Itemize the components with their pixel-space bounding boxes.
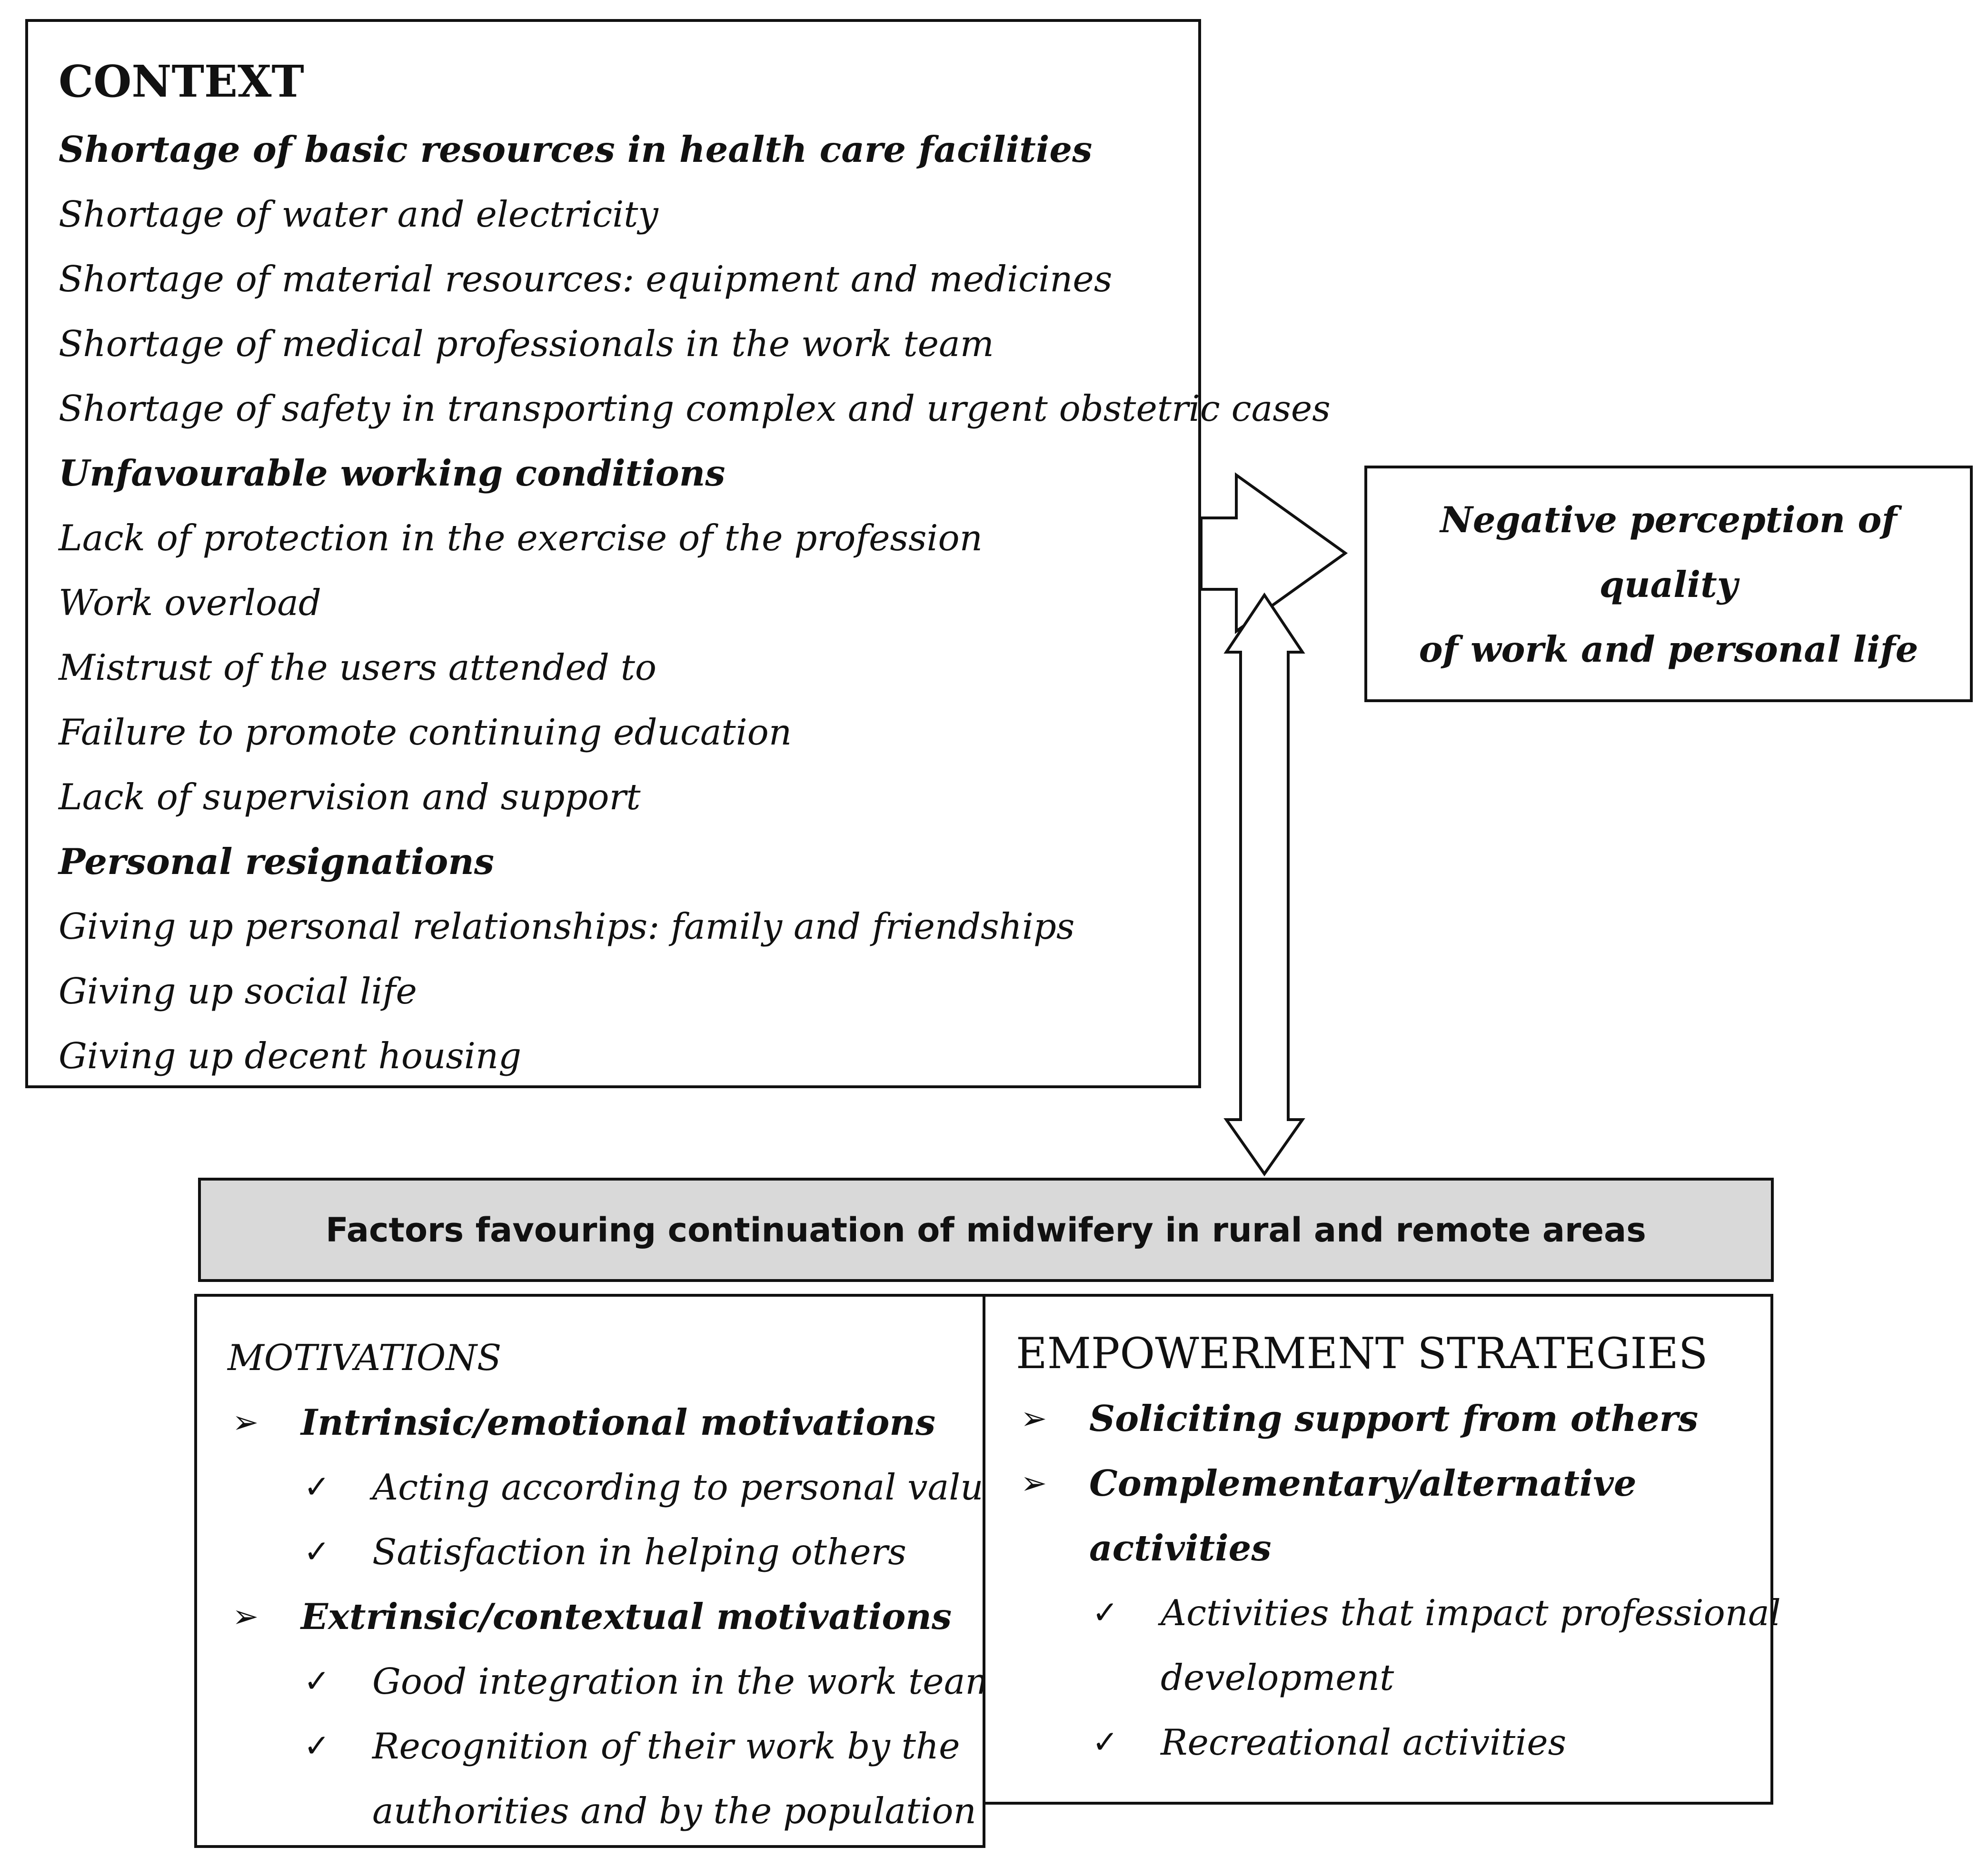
context-section-heading: Personal resignations (59, 829, 1198, 894)
context-line-text: Giving up decent housing (59, 1035, 522, 1077)
category-item: ➢ Complementary/alternative (1016, 1451, 1770, 1516)
category-item: ➢ Soliciting support from others (1016, 1386, 1770, 1451)
checkmark-icon: ✓ (1092, 1724, 1119, 1760)
empowerment-title: EMPOWERMENT STRATEGIES (1016, 1329, 1708, 1379)
outcome-text-line-1: Negative perception of quality (1440, 499, 1897, 606)
context-list-item: Shortage of safety in transporting compl… (59, 376, 1331, 441)
context-list-item: Shortage of water and electricity (59, 182, 1198, 247)
arrow-bullet-icon: ➢ (232, 1598, 259, 1635)
outcome-box: Negative perception of quality of work a… (1364, 466, 1973, 702)
arrow-bullet-icon: ➢ (1021, 1400, 1047, 1437)
context-list-item: Giving up decent housing (59, 1023, 1198, 1088)
sub-item: ✓ Activities that impact professional (1016, 1580, 1781, 1645)
context-line-text: Mistrust of the users attended to (59, 646, 657, 688)
item-text: Good integration in the work team (372, 1660, 999, 1702)
context-list-item: Giving up social life (59, 959, 1198, 1023)
category-item: ➢ Intrinsic/emotional motivations (228, 1390, 983, 1455)
sub-item: ✓ Satisfaction in helping others (228, 1519, 983, 1584)
context-title: CONTEXT (59, 56, 304, 107)
context-line-text: Shortage of safety in transporting compl… (59, 387, 1331, 429)
context-list-item: Mistrust of the users attended to (59, 635, 1198, 700)
factors-header: Factors favouring continuation of midwif… (198, 1178, 1774, 1282)
item-text: Complementary/alternative (1089, 1462, 1637, 1504)
sub-item: ✓ Good integration in the work team (228, 1649, 999, 1714)
context-list-item: Work overload (59, 570, 1198, 635)
sub-item: development (1016, 1645, 1770, 1710)
category-item: activities (1016, 1516, 1770, 1580)
context-line-text: Personal resignations (59, 841, 495, 883)
context-list-item: Giving up personal relationships: family… (59, 894, 1198, 959)
context-list-item: Lack of protection in the exercise of th… (59, 506, 1198, 570)
sub-item: ✓ Recognition of their work by the (228, 1714, 983, 1778)
outcome-text-line-2: of work and personal life (1419, 628, 1918, 670)
motivations-box: MOTIVATIONS ➢ Intrinsic/emotional motivat… (194, 1294, 1023, 1848)
context-line-text: Shortage of water and electricity (59, 193, 658, 235)
item-text: Intrinsic/emotional motivations (301, 1401, 936, 1443)
item-text: development (1161, 1657, 1394, 1698)
empowerment-box: EMPOWERMENT STRATEGIES ➢ Soliciting suppo… (983, 1294, 1781, 1805)
item-text: Satisfaction in helping others (372, 1531, 906, 1573)
category-item: ➢ Extrinsic/contextual motivations (228, 1584, 983, 1649)
item-text: authorities and by the population (372, 1790, 976, 1832)
item-text: Recreational activities (1161, 1721, 1567, 1763)
checkmark-icon: ✓ (304, 1533, 330, 1570)
empowerment-list: ➢ Soliciting support from others ➢ Compleme… (1016, 1386, 1781, 1775)
checkmark-icon: ✓ (1092, 1594, 1119, 1631)
context-section-heading: Shortage of basic resources in health ca… (59, 117, 1198, 182)
item-text: Extrinsic/contextual motivations (301, 1596, 952, 1638)
context-list-item: Shortage of material resources: equipmen… (59, 247, 1198, 311)
context-line-text: Shortage of material resources: equipmen… (59, 258, 1113, 300)
context-line-text: Giving up personal relationships: family… (59, 905, 1075, 947)
context-line-text: Shortage of basic resources in health ca… (59, 129, 1093, 170)
item-text: Recognition of their work by the (372, 1725, 960, 1767)
context-section-heading: Unfavourable working conditions (59, 441, 1198, 506)
item-text: Acting according to personal values (372, 1466, 1023, 1508)
context-line-text: Lack of protection in the exercise of th… (59, 517, 983, 559)
context-line-text: Unfavourable working conditions (59, 452, 726, 494)
context-list-item: Shortage of medical professionals in the… (59, 311, 1198, 376)
bidirectional-arrow (1223, 592, 1305, 1177)
item-text: Activities that impact professional (1161, 1592, 1781, 1634)
context-line-text: Failure to promote continuing education (59, 711, 792, 753)
arrow-bullet-icon: ➢ (232, 1404, 259, 1440)
context-list: Shortage of basic resources in health ca… (59, 117, 1331, 1088)
sub-item: ✓ Acting according to personal values (228, 1455, 1023, 1519)
factors-header-label: Factors favouring continuation of midwif… (326, 1210, 1646, 1250)
item-text: Soliciting support from others (1089, 1398, 1699, 1440)
checkmark-icon: ✓ (304, 1469, 330, 1505)
context-line-text: Work overload (59, 582, 321, 624)
checkmark-icon: ✓ (304, 1728, 330, 1764)
context-line-text: Lack of supervision and support (59, 776, 641, 818)
motivations-list: ➢ Intrinsic/emotional motivations ✓ Acting … (228, 1390, 1023, 1843)
context-to-outcome-arrow (1200, 472, 1348, 634)
context-box: CONTEXT Shortage of basic resources in h… (25, 19, 1331, 1088)
context-line-text: Giving up social life (59, 970, 417, 1012)
sub-item: authorities and by the population (228, 1778, 983, 1843)
context-line-text: Shortage of medical professionals in the… (59, 323, 994, 365)
arrow-bullet-icon: ➢ (1021, 1465, 1047, 1501)
sub-item: ✓ Recreational activities (1016, 1710, 1770, 1775)
context-list-item: Lack of supervision and support (59, 765, 1198, 829)
checkmark-icon: ✓ (304, 1663, 330, 1699)
motivations-title: MOTIVATIONS (228, 1337, 502, 1379)
context-list-item: Failure to promote continuing education (59, 700, 1198, 765)
item-text: activities (1089, 1527, 1272, 1569)
